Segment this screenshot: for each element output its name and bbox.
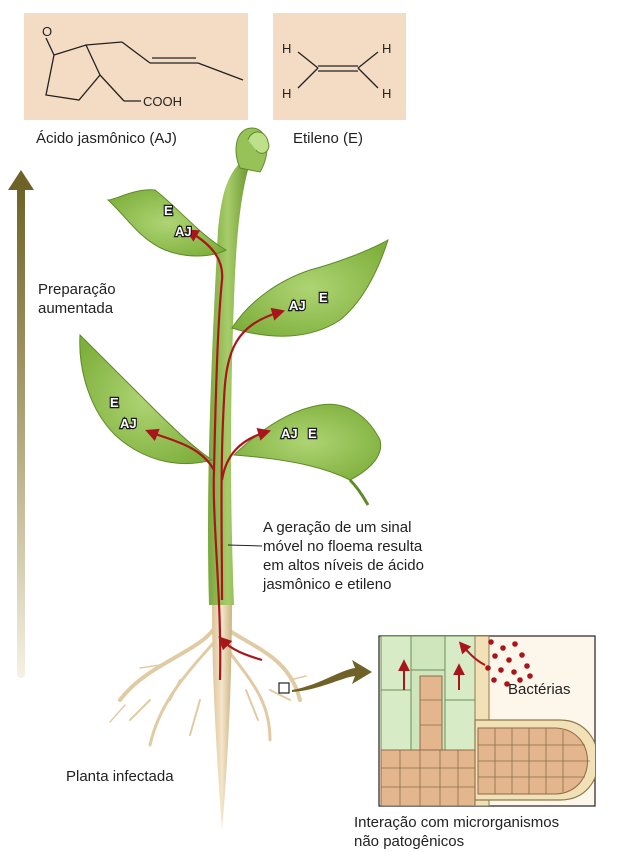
- marker-aj-top-left-leaf: AJ: [175, 224, 192, 239]
- taproot: [212, 600, 232, 830]
- ja-cooh-group: COOH: [143, 94, 182, 109]
- h-atom-top-left: H: [282, 41, 291, 56]
- leaf-lower-left: [80, 335, 212, 464]
- priming-gradient-arrow: [8, 170, 34, 678]
- h-atom-bottom-right: H: [382, 86, 391, 101]
- marker-aj-upper-right-leaf: AJ: [289, 298, 306, 313]
- interaction-label: Interação com microrganismos não patogên…: [354, 813, 559, 851]
- jasmonic-acid-caption: Ácido jasmônico (AJ): [36, 129, 177, 148]
- marker-e-top-left-leaf: E: [164, 203, 173, 218]
- priming-axis-label: Preparação aumentada: [38, 280, 116, 318]
- marker-aj-lower-left-leaf: AJ: [120, 416, 137, 431]
- plant-illustration: E AJ AJ E E AJ AJ E: [80, 128, 388, 830]
- phloem-leader-line: [228, 545, 262, 546]
- ethylene-structure: H H H H: [273, 13, 406, 120]
- magnified-region-box: [279, 683, 289, 693]
- marker-aj-lower-right-leaf: AJ: [281, 426, 298, 441]
- ja-oxygen-atom: O: [42, 24, 52, 39]
- root-interaction-inset: [379, 636, 598, 806]
- jasmonic-acid-structure: O COOH: [24, 13, 248, 120]
- stem: [208, 165, 248, 605]
- marker-e-lower-right-leaf: E: [308, 426, 317, 441]
- marker-e-upper-right-leaf: E: [319, 290, 328, 305]
- bacteria-label: Bactérias: [508, 680, 571, 699]
- leaf-lower-right: [234, 404, 381, 480]
- infected-plant-label: Planta infectada: [66, 767, 174, 786]
- h-atom-bottom-left: H: [282, 86, 291, 101]
- h-atom-top-right: H: [382, 41, 391, 56]
- marker-e-lower-left-leaf: E: [110, 395, 119, 410]
- ethylene-caption: Etileno (E): [293, 129, 363, 148]
- jasmonic-acid-panel: [24, 13, 248, 120]
- phloem-signal-label: A geração de um sinal móvel no floema re…: [263, 518, 424, 594]
- plant-roots: [110, 620, 306, 745]
- apical-bud: [236, 128, 269, 172]
